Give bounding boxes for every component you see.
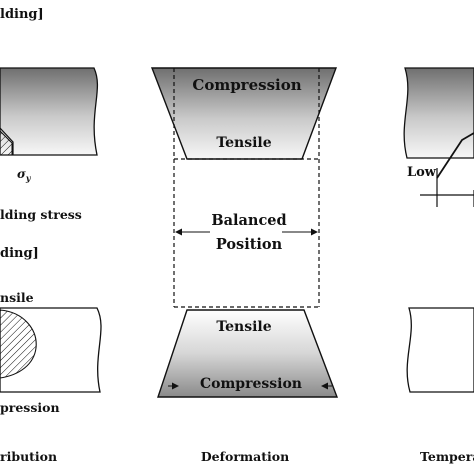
left-top-hatch <box>0 130 13 156</box>
left-header-bottom: ding] <box>0 246 39 261</box>
left-stress-caption: lding stress <box>0 207 82 222</box>
left-top-plate <box>0 67 99 156</box>
left-tensile-label: nsile <box>0 290 34 305</box>
left-bottom-hatch <box>0 309 37 379</box>
top-compression-label: Compression <box>192 76 301 94</box>
left-top-weld-edge <box>0 127 14 155</box>
left-caption: ribution <box>0 449 57 464</box>
bottom-tensile-label: Tensile <box>216 319 271 335</box>
bottom-compression-label: Compression <box>200 376 302 392</box>
center-caption: Deformation <box>201 449 289 464</box>
right-top-plate <box>403 67 474 159</box>
right-caption: Tempera <box>420 449 474 464</box>
left-header-top: lding] <box>0 7 44 22</box>
balanced-label-line2: Position <box>216 236 283 253</box>
top-tensile-label: Tensile <box>216 135 271 151</box>
balanced-frame <box>173 68 320 308</box>
sigma-label: σy <box>17 167 32 183</box>
left-compression-label: pression <box>0 400 60 415</box>
low-label: Low <box>407 165 437 180</box>
right-column: Low Tempera <box>403 67 474 464</box>
bottom-deformed-plate <box>157 309 339 398</box>
center-column: Compression Tensile Balanced Position Te… <box>150 67 339 464</box>
left-column: lding] σy lding stress ding] nsile press… <box>0 7 102 464</box>
balanced-label-line1: Balanced <box>211 212 286 229</box>
right-bottom-plate <box>406 307 474 393</box>
temperature-curve <box>436 132 474 179</box>
